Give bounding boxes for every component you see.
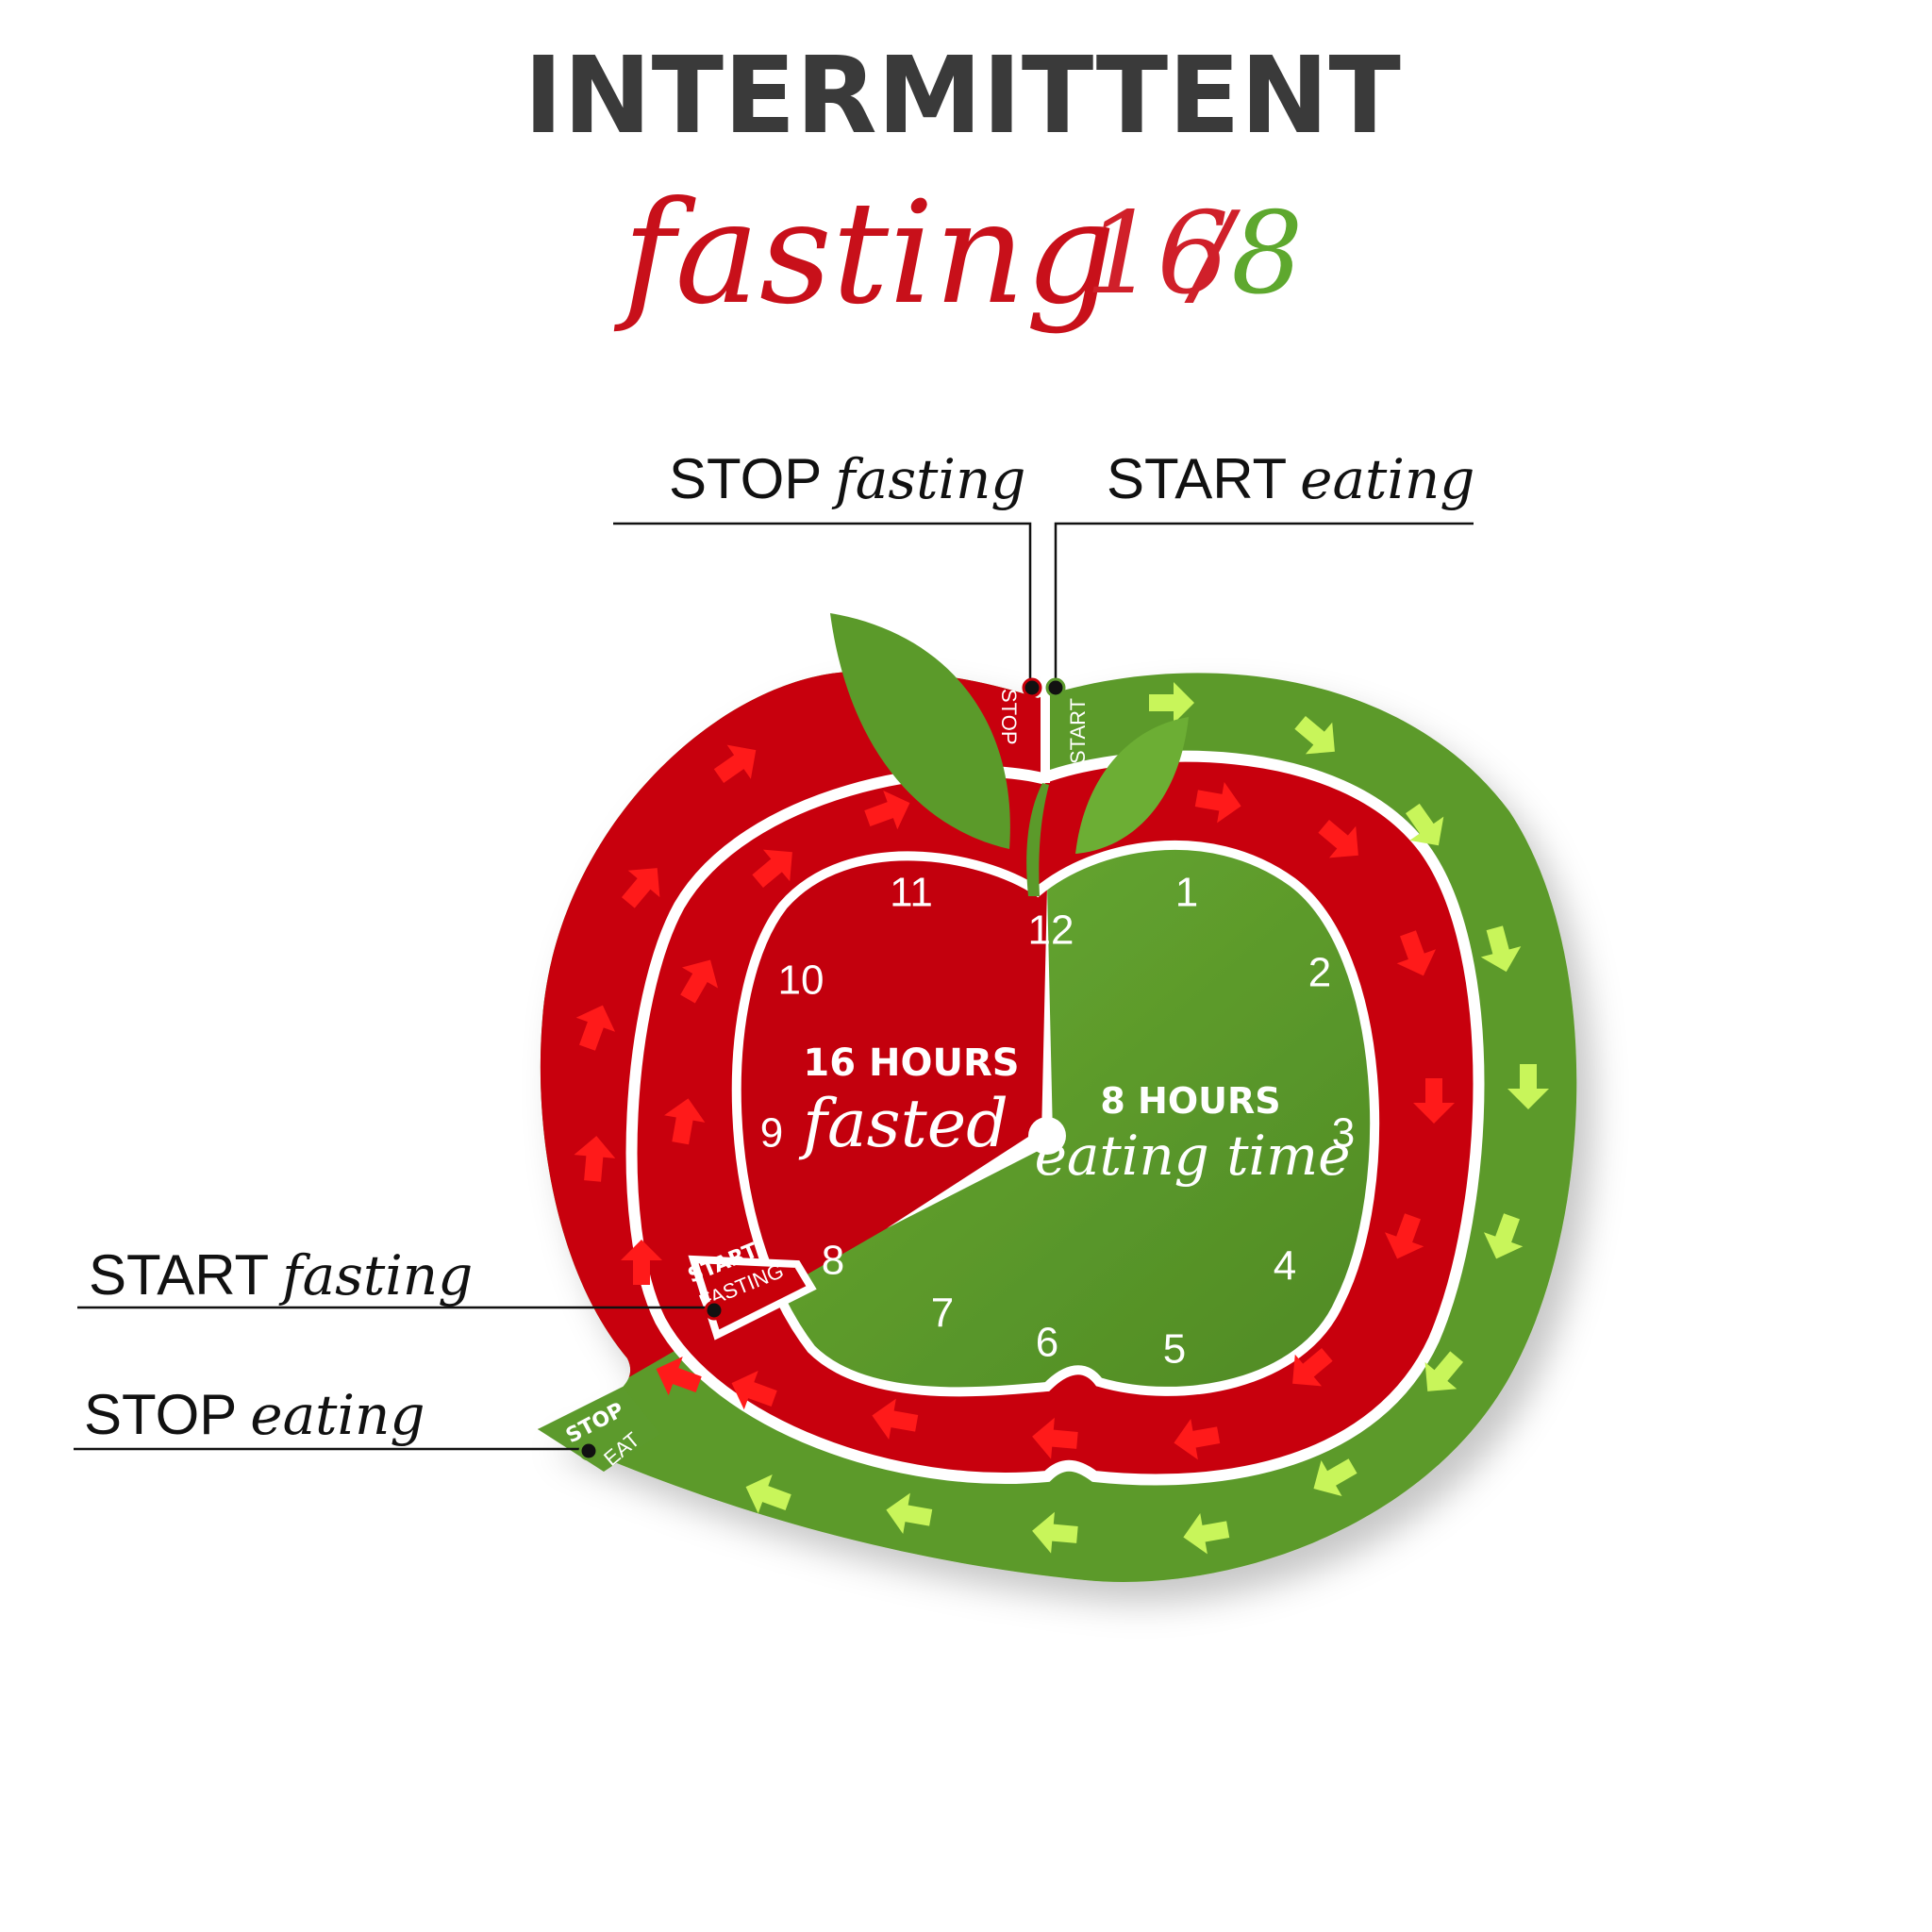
- direction-arrow-icon: [1292, 1347, 1333, 1387]
- callout-strong: STOP: [669, 447, 822, 510]
- direction-arrow-icon: [864, 790, 910, 830]
- clock-number-8: 8: [822, 1238, 844, 1284]
- clock-number-2: 2: [1308, 950, 1331, 996]
- direction-arrow-icon: [680, 959, 719, 1004]
- callout-script: fasting: [278, 1243, 473, 1307]
- direction-arrow-icon: [752, 849, 792, 889]
- direction-arrow-icon: [1396, 930, 1437, 976]
- direction-arrow-icon: [886, 1492, 933, 1534]
- direction-arrow-icon: [621, 1240, 662, 1285]
- direction-arrow-icon: [1413, 1078, 1455, 1124]
- direction-arrow-icon: [656, 1356, 702, 1396]
- direction-arrow-icon: [574, 1136, 616, 1182]
- apple-leaves: [830, 613, 1189, 896]
- direction-arrow-icon: [1313, 1458, 1357, 1497]
- ratio-16: 16: [1085, 189, 1229, 320]
- direction-arrow-icon: [1032, 1417, 1078, 1459]
- clock-number-12: 12: [1028, 908, 1074, 954]
- direction-arrow-icon: [1483, 1213, 1524, 1259]
- fasted-hours: 16 HOURS: [803, 1041, 1019, 1085]
- clock-number-4: 4: [1274, 1243, 1296, 1290]
- callout-strong: STOP: [84, 1383, 237, 1446]
- clock-face: 12 1 2 3 4 5 6 7 8 9 10 11: [760, 870, 1355, 1373]
- callout-script: fasting: [831, 447, 1025, 511]
- direction-arrow-icon: [621, 868, 660, 908]
- leaf-right-icon: [1075, 717, 1189, 854]
- stop-eat-marker: [538, 1387, 660, 1472]
- title-fasting: fasting: [613, 172, 1116, 336]
- direction-arrow-icon: [731, 1370, 777, 1410]
- eating-hours: 8 HOURS: [1100, 1080, 1280, 1122]
- eating-label: eating time: [1035, 1124, 1351, 1188]
- direction-arrow-icon: [1406, 803, 1444, 846]
- clock-number-9: 9: [760, 1110, 783, 1157]
- direction-arrow-icon: [1384, 1213, 1424, 1259]
- direction-arrow-icon: [1318, 819, 1358, 858]
- direction-arrow-icon: [1507, 1064, 1549, 1109]
- direction-arrow-icon: [745, 1474, 791, 1514]
- callout-strong: START: [1107, 447, 1287, 510]
- clock-number-5: 5: [1163, 1326, 1186, 1373]
- direction-arrow-icon: [1294, 715, 1335, 755]
- leaf-left-icon: [830, 613, 1010, 849]
- stem: [1026, 783, 1049, 896]
- marker-top-stop: STOP: [997, 689, 1021, 745]
- direction-arrow-icon: [1480, 925, 1522, 973]
- clock-number-7: 7: [931, 1291, 954, 1337]
- hour-hand: [887, 1128, 1053, 1228]
- direction-arrow-icon: [1424, 1351, 1464, 1391]
- direction-arrow-icon: [872, 1398, 919, 1440]
- clock-number-3: 3: [1332, 1110, 1355, 1157]
- fasted-label: fasted: [798, 1085, 1008, 1162]
- callout-strong: START: [89, 1243, 269, 1307]
- marker-top-start: START: [1066, 698, 1090, 764]
- clock-number-10: 10: [778, 958, 824, 1004]
- title-intermittent: INTERMITTENT: [524, 35, 1401, 158]
- direction-arrow-icon: [575, 1005, 616, 1051]
- inner-apple-rim: [731, 840, 1380, 1397]
- direction-arrow-icon: [713, 744, 757, 783]
- clock-number-1: 1: [1175, 870, 1198, 916]
- clock-number-6: 6: [1036, 1320, 1058, 1366]
- callout-script: eating: [250, 1383, 425, 1447]
- direction-arrow-icon: [1032, 1511, 1078, 1554]
- direction-arrow-icon: [1149, 682, 1194, 724]
- clock-center: [1028, 1117, 1066, 1155]
- direction-arrow-icon: [1183, 1513, 1230, 1555]
- direction-arrows: [574, 682, 1549, 1555]
- direction-arrow-icon: [1194, 782, 1241, 824]
- callout-script: eating: [1300, 447, 1474, 511]
- direction-arrow-icon: [664, 1098, 706, 1145]
- minute-hand: [1041, 887, 1053, 1136]
- clock-number-11: 11: [890, 870, 933, 916]
- direction-arrow-icon: [1174, 1419, 1221, 1460]
- ratio-8: 8: [1231, 189, 1303, 320]
- title-fasting-16-8: fasting 16 / 8: [613, 172, 1303, 336]
